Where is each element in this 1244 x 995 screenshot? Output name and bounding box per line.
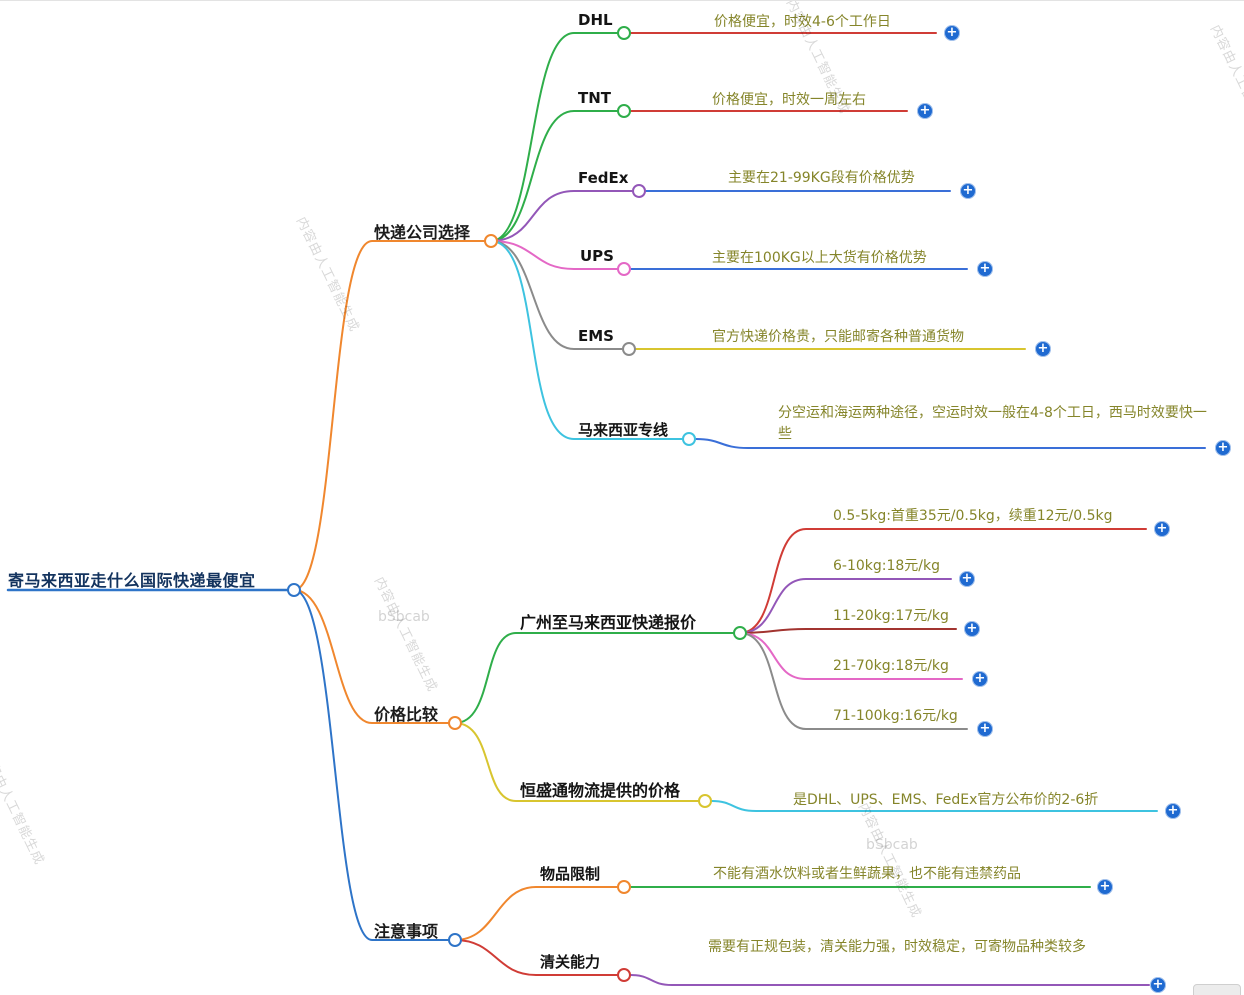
edge-gz-tier5 <box>739 632 968 730</box>
edge-root-express <box>293 240 486 591</box>
connector-ups[interactable] <box>617 262 631 276</box>
node-special-line[interactable]: 马来西亚专线 <box>578 421 669 439</box>
connector-fedex[interactable] <box>632 184 646 198</box>
connector-dhl[interactable] <box>617 26 631 40</box>
node-fedex-desc[interactable]: 主要在21-99KG段有价格优势 <box>728 170 915 186</box>
node-gz-quote[interactable]: 广州至马来西亚快递报价 <box>520 613 697 632</box>
node-special-line-desc[interactable]: 分空运和海运两种途径，空运时效一般在4-8个工日，西马时效要快一些 <box>778 405 1207 442</box>
edge-express-ups <box>490 240 618 270</box>
expand-button-tier1[interactable]: + <box>1154 521 1170 537</box>
node-tier-21-70kg[interactable]: 21-70kg:18元/kg <box>833 658 949 674</box>
expand-button-tier3[interactable]: + <box>964 621 980 637</box>
edge-root-price <box>293 589 449 724</box>
connector-restrict[interactable] <box>617 880 631 894</box>
expand-button-tier2[interactable]: + <box>959 571 975 587</box>
node-customs-ability[interactable]: 清关能力 <box>540 953 601 971</box>
node-dhl-desc[interactable]: 价格便宜，时效4-6个工作日 <box>714 14 891 30</box>
edge-gz-tier4 <box>739 632 963 680</box>
expand-button-tnt[interactable]: + <box>917 103 933 119</box>
connector-gz[interactable] <box>733 626 747 640</box>
expand-button-tier5[interactable]: + <box>977 721 993 737</box>
expand-button-fedex[interactable]: + <box>960 183 976 199</box>
node-ems[interactable]: EMS <box>578 327 614 345</box>
connector-express[interactable] <box>484 234 498 248</box>
node-tier-11-20kg[interactable]: 11-20kg:17元/kg <box>833 608 949 624</box>
node-dhl[interactable]: DHL <box>578 11 613 29</box>
expand-button-dhl[interactable]: + <box>944 25 960 41</box>
topic-notes[interactable]: 注意事项 <box>374 922 439 941</box>
edge-customs-desc <box>630 974 1150 986</box>
edge-price-hst <box>454 722 699 802</box>
corner-toolbar-fragment[interactable] <box>1193 984 1241 995</box>
connector-root[interactable] <box>287 583 301 597</box>
edge-hst-desc <box>711 800 1158 812</box>
expand-button-customs[interactable]: + <box>1150 977 1166 993</box>
edge-gz-tier2 <box>739 578 952 634</box>
connector-ems[interactable] <box>622 342 636 356</box>
node-ups[interactable]: UPS <box>580 247 614 265</box>
node-customs-ability-desc[interactable]: 需要有正规包装，清关能力强，时效稳定，可寄物品种类较多 <box>708 939 1086 955</box>
node-tnt[interactable]: TNT <box>578 89 612 107</box>
node-ups-desc[interactable]: 主要在100KG以上大货有价格优势 <box>712 250 927 266</box>
expand-button-ems[interactable]: + <box>1035 341 1051 357</box>
expand-button-special-line[interactable]: + <box>1215 440 1231 456</box>
connector-price[interactable] <box>448 716 462 730</box>
edge-special-line-desc <box>695 438 1206 449</box>
node-tnt-desc[interactable]: 价格便宜，时效一周左右 <box>712 92 866 108</box>
edge-express-special-line <box>490 240 683 440</box>
node-hst-desc[interactable]: 是DHL、UPS、EMS、FedEx官方公布价的2-6折 <box>793 792 1099 808</box>
expand-button-hst[interactable]: + <box>1165 803 1181 819</box>
expand-button-ups[interactable]: + <box>977 261 993 277</box>
topic-price-compare[interactable]: 价格比较 <box>374 705 439 724</box>
root-topic[interactable]: 寄马来西亚走什么国际快递最便宜 <box>8 571 256 590</box>
node-tier-6-10kg[interactable]: 6-10kg:18元/kg <box>833 558 941 574</box>
connector-notes[interactable] <box>448 933 462 947</box>
node-item-restriction[interactable]: 物品限制 <box>540 865 601 883</box>
edge-express-dhl <box>490 32 618 242</box>
edge-gz-tier1 <box>739 528 1147 634</box>
edge-price-gz <box>454 632 734 724</box>
topic-express-company[interactable]: 快递公司选择 <box>374 223 471 242</box>
edge-gz-tier3 <box>739 628 957 634</box>
node-tier-0-5kg[interactable]: 0.5-5kg:首重35元/0.5kg，续重12元/0.5kg <box>833 508 1113 524</box>
node-ems-desc[interactable]: 官方快递价格贵，只能邮寄各种普通货物 <box>712 329 964 345</box>
connector-tnt[interactable] <box>617 104 631 118</box>
edge-express-fedex <box>490 190 633 242</box>
edge-express-tnt <box>490 110 618 242</box>
node-hst-price[interactable]: 恒盛通物流提供的价格 <box>520 781 681 800</box>
expand-button-restrict[interactable]: + <box>1097 879 1113 895</box>
connector-special-line[interactable] <box>682 432 696 446</box>
node-fedex[interactable]: FedEx <box>578 169 629 187</box>
connector-hst[interactable] <box>698 794 712 808</box>
node-item-restriction-desc[interactable]: 不能有酒水饮料或者生鲜蔬果，也不能有违禁药品 <box>713 866 1021 882</box>
edge-notes-restrict <box>454 886 618 941</box>
connector-customs[interactable] <box>617 968 631 982</box>
edge-notes-customs <box>454 939 618 976</box>
edge-express-ems <box>490 240 623 350</box>
edge-root-notes <box>293 589 449 941</box>
node-tier-71-100kg[interactable]: 71-100kg:16元/kg <box>833 708 958 724</box>
expand-button-tier4[interactable]: + <box>972 671 988 687</box>
